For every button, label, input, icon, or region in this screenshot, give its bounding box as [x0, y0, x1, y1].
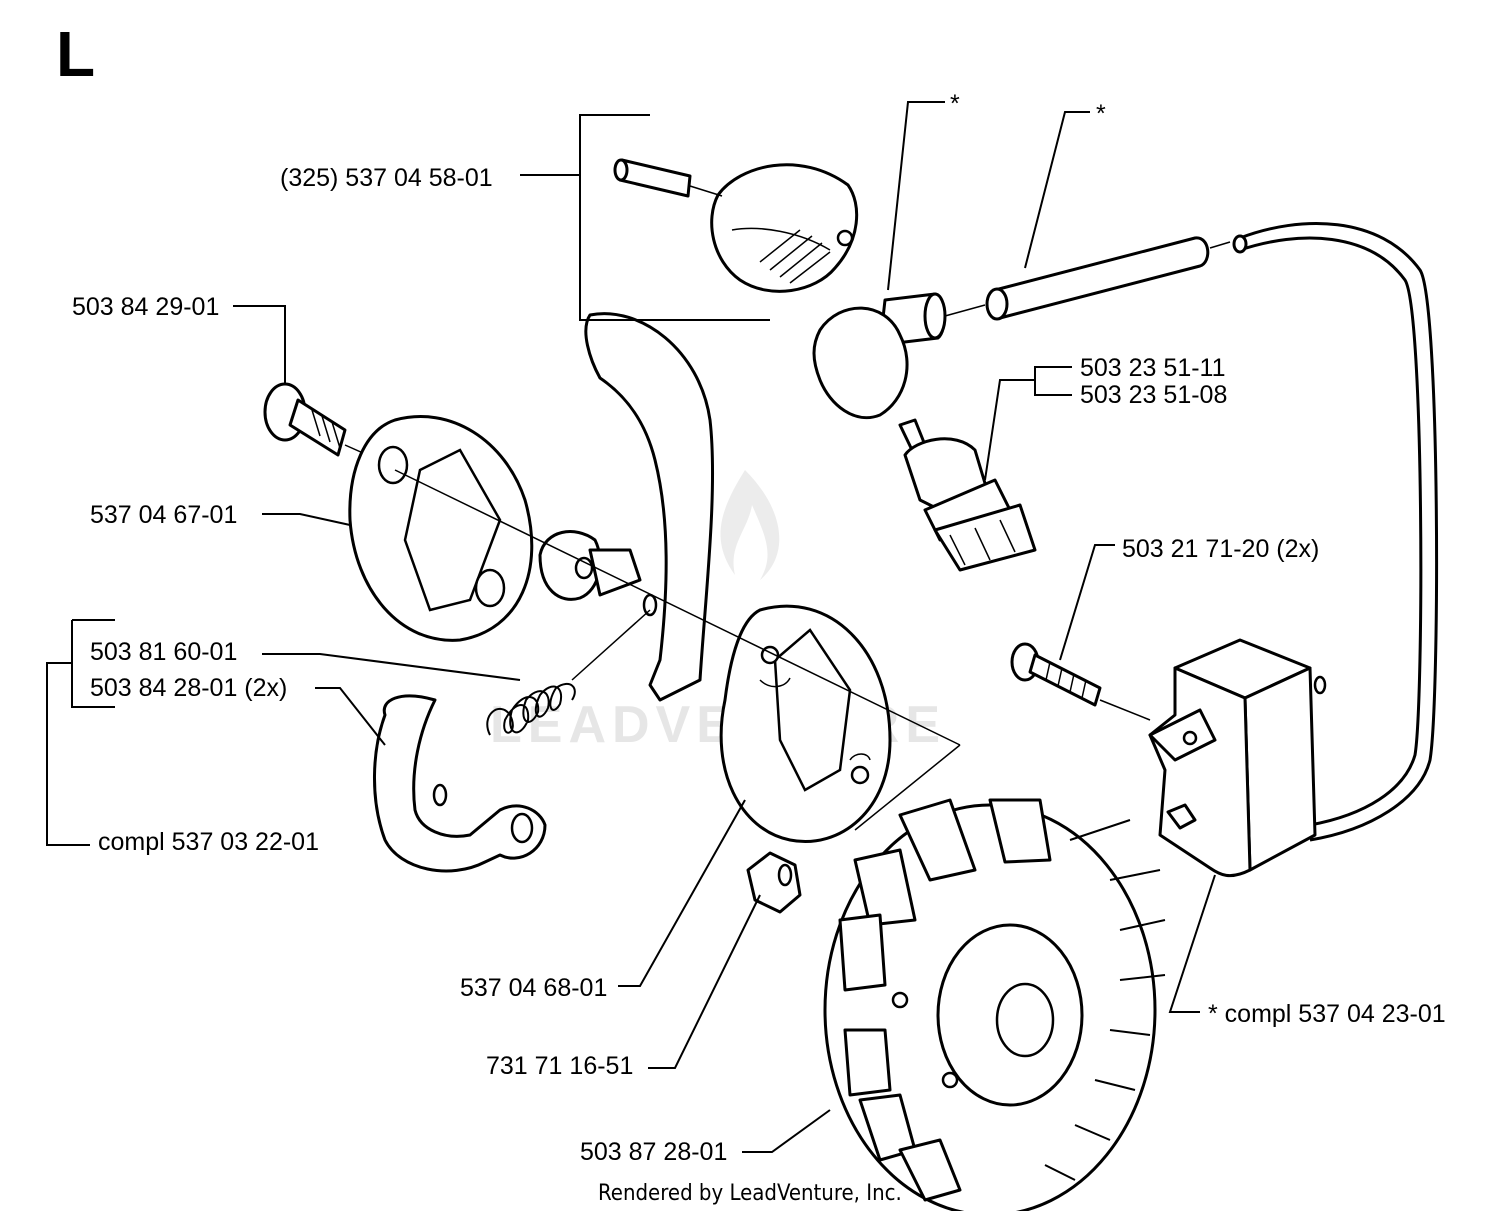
clutch-shoe-lower — [373, 694, 547, 873]
label-spring: 503 81 60-01 — [90, 638, 237, 666]
label-screw-module: 503 21 71-20 (2x) — [1122, 535, 1319, 563]
flywheel — [823, 798, 1166, 1211]
label-star-a: * — [950, 90, 960, 118]
label-spark-plug-b: 503 23 51-08 — [1080, 381, 1227, 409]
label-nut: 731 71 16-51 — [486, 1052, 633, 1080]
label-spark-plug-a: 503 23 51-11 — [1080, 354, 1226, 382]
clutch-shoe-upper — [538, 312, 715, 702]
leader-lines — [46, 101, 1216, 1153]
right-plate — [719, 604, 892, 843]
left-plate — [348, 415, 534, 642]
ignition-lead — [1232, 221, 1439, 842]
label-star-b: * — [1096, 100, 1106, 128]
label-bolt-top: 503 84 29-01 — [72, 293, 219, 321]
label-shoe: 503 84 28-01 (2x) — [90, 674, 287, 702]
top-bolt — [263, 382, 391, 466]
label-cover: (325) 537 04 58-01 — [280, 164, 493, 192]
label-flywheel: 503 87 28-01 — [580, 1138, 727, 1166]
label-ignition-compl: * compl 537 04 23-01 — [1208, 1000, 1446, 1028]
spark-plug-boot — [812, 292, 986, 420]
spark-plug — [898, 418, 1037, 572]
ignition-module — [1148, 638, 1327, 878]
label-plate-left: 537 04 67-01 — [90, 501, 237, 529]
lead-tube — [985, 236, 1231, 321]
label-plate-right: 537 04 68-01 — [460, 974, 607, 1002]
flywheel-nut — [746, 851, 802, 914]
label-clutch-compl: compl 537 03 22-01 — [98, 828, 319, 856]
clutch-spring — [486, 609, 651, 736]
module-screw — [1010, 642, 1151, 721]
spark-plug-cover — [613, 158, 859, 293]
part-labels: (325) 537 04 58-01 * * 503 84 29-01 503 … — [72, 90, 1446, 1166]
section-letter: L — [56, 18, 95, 90]
footer-credit: Rendered by LeadVenture, Inc. — [598, 1181, 902, 1206]
